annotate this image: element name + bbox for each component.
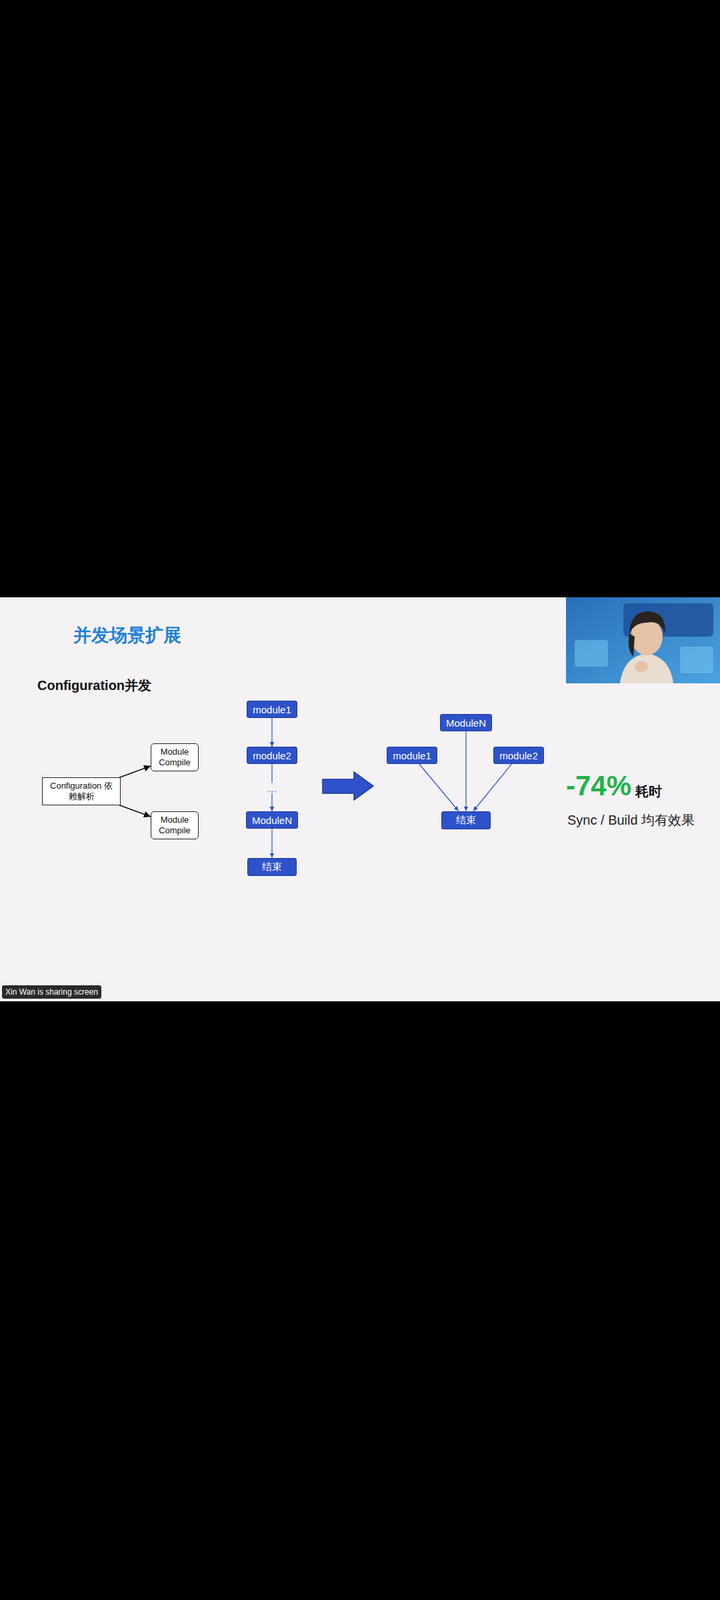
connector-arrow xyxy=(119,766,151,778)
process-box: ModuleN xyxy=(440,714,492,732)
step-box: Configuration 依赖解析 xyxy=(42,777,121,805)
box-text: module1 xyxy=(392,750,432,762)
box-text: ModuleN xyxy=(446,717,486,729)
box-text: 结束 xyxy=(456,814,476,827)
process-box: module1 xyxy=(246,700,298,718)
edge-label: … xyxy=(264,782,279,793)
box-text: Configuration 依赖解析 xyxy=(46,780,116,802)
section-heading: Configuration并发 xyxy=(37,676,152,695)
share-banner: Xin Wan is sharing screen xyxy=(2,985,102,999)
connector-arrow xyxy=(119,805,151,817)
connector-arrow xyxy=(271,718,272,747)
box-text: module2 xyxy=(499,750,538,762)
box-text: ModuleN xyxy=(252,814,292,826)
connector-arrow xyxy=(419,764,459,812)
slide-title: 并发场景扩展 xyxy=(73,623,182,648)
metric-unit: 耗时 xyxy=(635,782,662,801)
process-box: 结束 xyxy=(441,811,491,830)
box-text: module1 xyxy=(252,704,292,716)
box-text: module2 xyxy=(252,750,292,762)
slide-area xyxy=(0,597,720,1002)
webcam-inset xyxy=(566,597,720,684)
connector-arrow xyxy=(271,828,272,858)
process-box: ModuleN xyxy=(246,811,298,829)
process-box: module2 xyxy=(493,746,544,764)
process-box: 结束 xyxy=(247,858,297,876)
metric-note: Sync / Build 均有效果 xyxy=(567,811,695,830)
connector-arrow xyxy=(465,731,466,812)
process-box: module1 xyxy=(386,746,438,764)
metric-value: -74% xyxy=(566,770,632,802)
box-text: 结束 xyxy=(262,860,282,874)
step-box: Module Compile xyxy=(150,811,199,839)
box-text: Module Compile xyxy=(155,814,194,836)
step-box: Module Compile xyxy=(150,743,199,771)
process-box: module2 xyxy=(246,746,298,764)
box-text: Module Compile xyxy=(155,746,194,768)
connector-arrow xyxy=(473,764,512,812)
block-arrow xyxy=(322,772,374,800)
